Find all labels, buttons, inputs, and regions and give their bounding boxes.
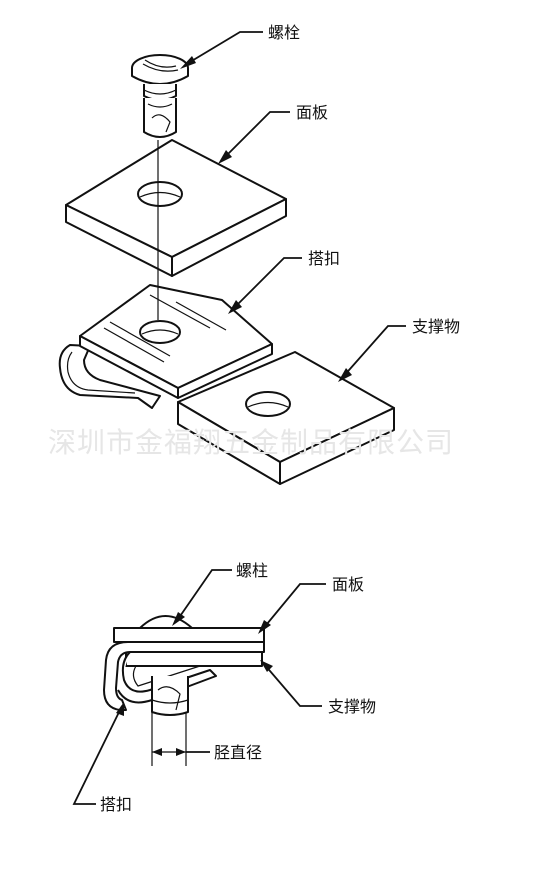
label-panel-top: 面板: [296, 103, 328, 122]
assembled-view: [72, 569, 326, 805]
label-clip-bottom: 搭扣: [100, 795, 132, 814]
exploded-bolt: [131, 54, 189, 138]
label-bolt: 螺栓: [268, 23, 300, 42]
exploded-leaders: [180, 31, 406, 382]
label-support-bottom: 支撑物: [328, 697, 376, 716]
exploded-clip: [58, 284, 273, 409]
exploded-view: 螺栓 面板 搭扣 支撑物: [58, 23, 460, 485]
label-clip-top: 搭扣: [308, 249, 340, 268]
label-stud: 螺柱: [236, 561, 268, 580]
label-panel-bottom: 面板: [332, 575, 364, 594]
label-support-top: 支撑物: [412, 317, 460, 336]
label-shank-diameter: 胫直径: [214, 743, 262, 762]
watermark: 深圳市金福翔五金制品有限公司: [48, 426, 454, 459]
exploded-panel: [65, 139, 287, 277]
